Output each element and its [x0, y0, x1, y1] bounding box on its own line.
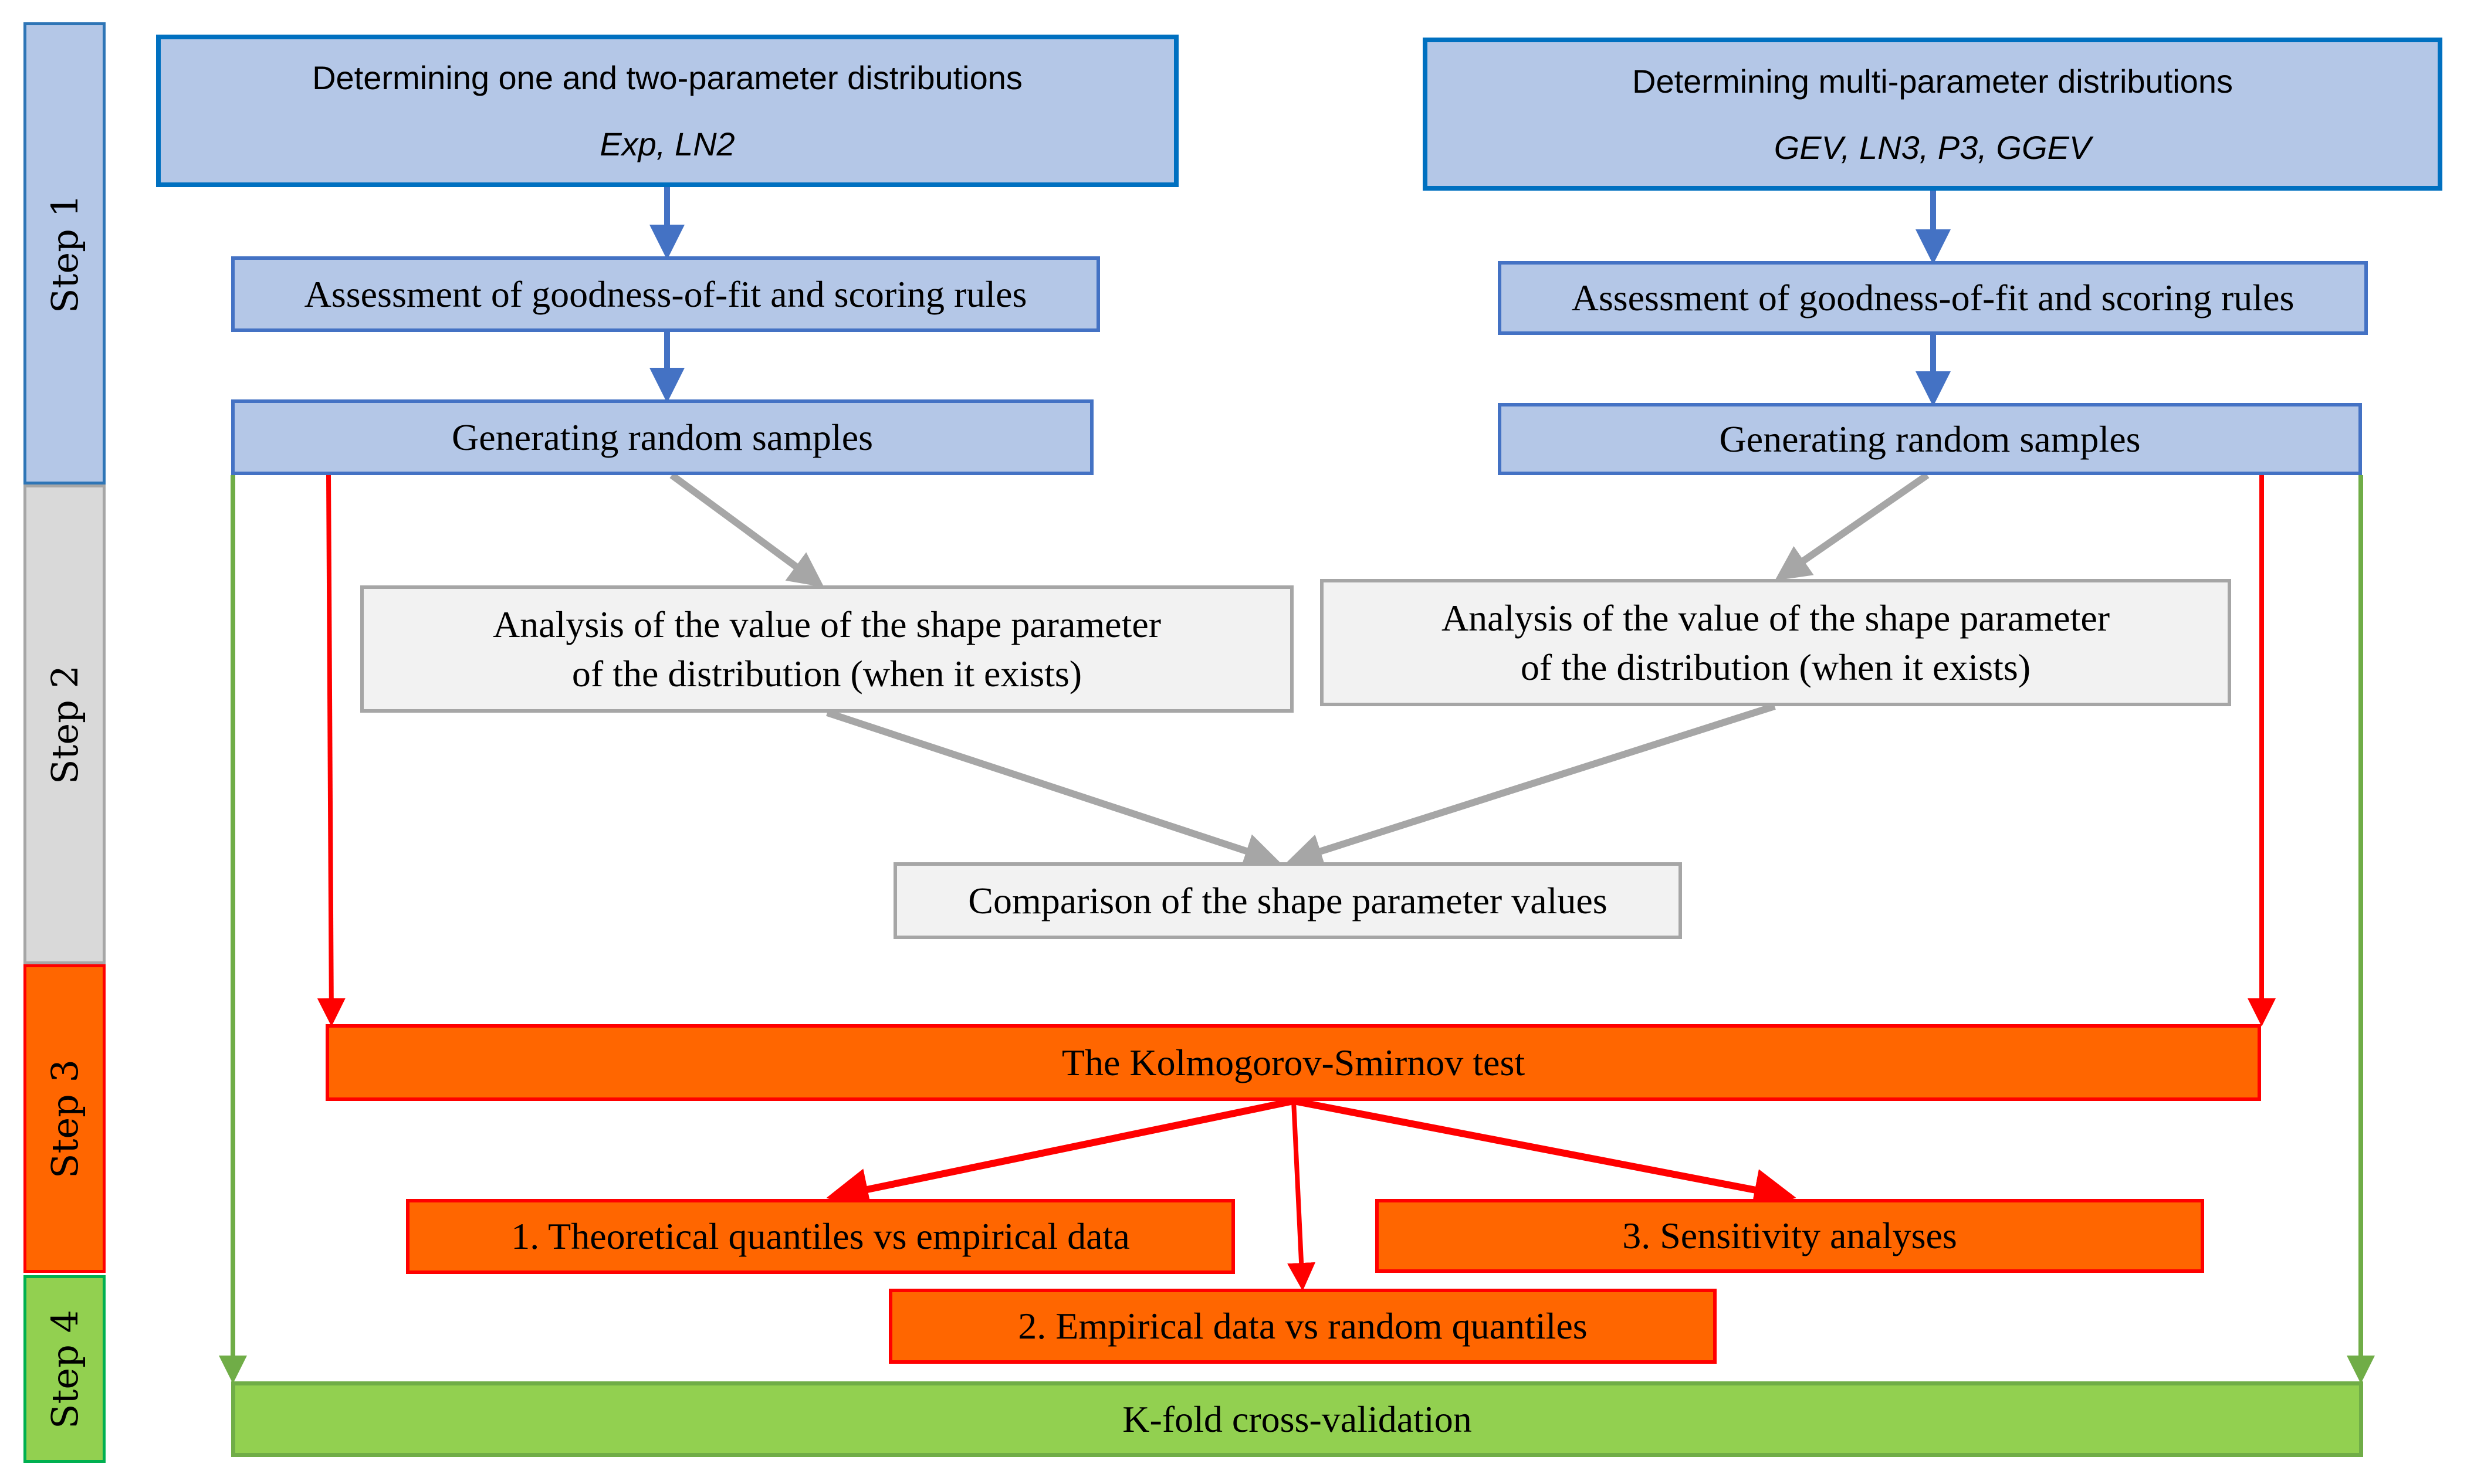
- kfold-box: K-fold cross-validation: [231, 1381, 2363, 1457]
- left-distributions-title: Determining one and two-parameter distri…: [312, 59, 1023, 96]
- step-3-bar: Step 3: [23, 964, 106, 1273]
- left-analysis-line2: of the distribution (when it exists): [571, 652, 1082, 694]
- arrow-ks-to-output-1: [826, 1097, 1295, 1211]
- arrow-left-generating-to-ks: [317, 475, 346, 1026]
- ks-output-1-label: 1. Theoretical quantiles vs empirical da…: [511, 1215, 1130, 1258]
- step-4-bar: Step 4: [23, 1275, 106, 1463]
- right-assessment-label: Assessment of goodness-of-fit and scorin…: [1571, 277, 2295, 319]
- right-analysis-line1: Analysis of the value of the shape param…: [1441, 597, 2110, 639]
- arrow-left-generating-to-analysis: [669, 472, 824, 588]
- arrow-left-analysis-to-comparison: [826, 709, 1280, 868]
- arrow-right-analysis-to-comparison: [1287, 703, 1776, 868]
- ks-test-label: The Kolmogorov-Smirnov test: [1061, 1041, 1525, 1083]
- right-analysis-line2: of the distribution (when it exists): [1520, 646, 2031, 688]
- ks-output-2-label: 2. Empirical data vs random quantiles: [1018, 1305, 1588, 1347]
- arrow-ks-to-output-2: [1287, 1100, 1316, 1291]
- left-generating-box: Generating random samples: [231, 399, 1094, 475]
- right-distributions-box: Determining multi-parameter distribution…: [1423, 38, 2442, 191]
- step-1-bar: Step 1: [23, 22, 106, 484]
- comparison-label: Comparison of the shape parameter values: [968, 879, 1608, 921]
- right-generating-label: Generating random samples: [1719, 418, 2141, 460]
- left-assessment-label: Assessment of goodness-of-fit and scorin…: [304, 273, 1027, 315]
- arrow-ks-to-output-3: [1292, 1097, 1796, 1211]
- right-generating-box: Generating random samples: [1498, 403, 2362, 475]
- left-analysis-line1: Analysis of the value of the shape param…: [492, 604, 1162, 646]
- right-assessment-box: Assessment of goodness-of-fit and scorin…: [1498, 261, 2368, 335]
- arrow-right-generating-to-analysis: [1775, 472, 1930, 581]
- kfold-label: K-fold cross-validation: [1122, 1398, 1472, 1440]
- right-analysis-box: Analysis of the value of the shape param…: [1320, 579, 2231, 706]
- right-distributions-title: Determining multi-parameter distribution…: [1632, 62, 2233, 100]
- left-assessment-box: Assessment of goodness-of-fit and scorin…: [231, 256, 1100, 332]
- step-2-bar: Step 2: [23, 484, 106, 964]
- ks-output-2-box: 2. Empirical data vs random quantiles: [889, 1289, 1717, 1364]
- left-generating-label: Generating random samples: [452, 416, 873, 458]
- comparison-box: Comparison of the shape parameter values: [894, 862, 1682, 939]
- right-distributions-list: GEV, LN3, P3, GGEV: [1774, 128, 2092, 166]
- ks-output-3-label: 3. Sensitivity analyses: [1622, 1215, 1957, 1257]
- ks-output-1-box: 1. Theoretical quantiles vs empirical da…: [406, 1199, 1235, 1274]
- left-distributions-box: Determining one and two-parameter distri…: [156, 35, 1179, 187]
- ks-test-box: The Kolmogorov-Smirnov test: [326, 1024, 2261, 1101]
- left-analysis-box: Analysis of the value of the shape param…: [360, 585, 1294, 713]
- ks-output-3-box: 3. Sensitivity analyses: [1375, 1199, 2204, 1273]
- left-distributions-list: Exp, LN2: [600, 126, 735, 162]
